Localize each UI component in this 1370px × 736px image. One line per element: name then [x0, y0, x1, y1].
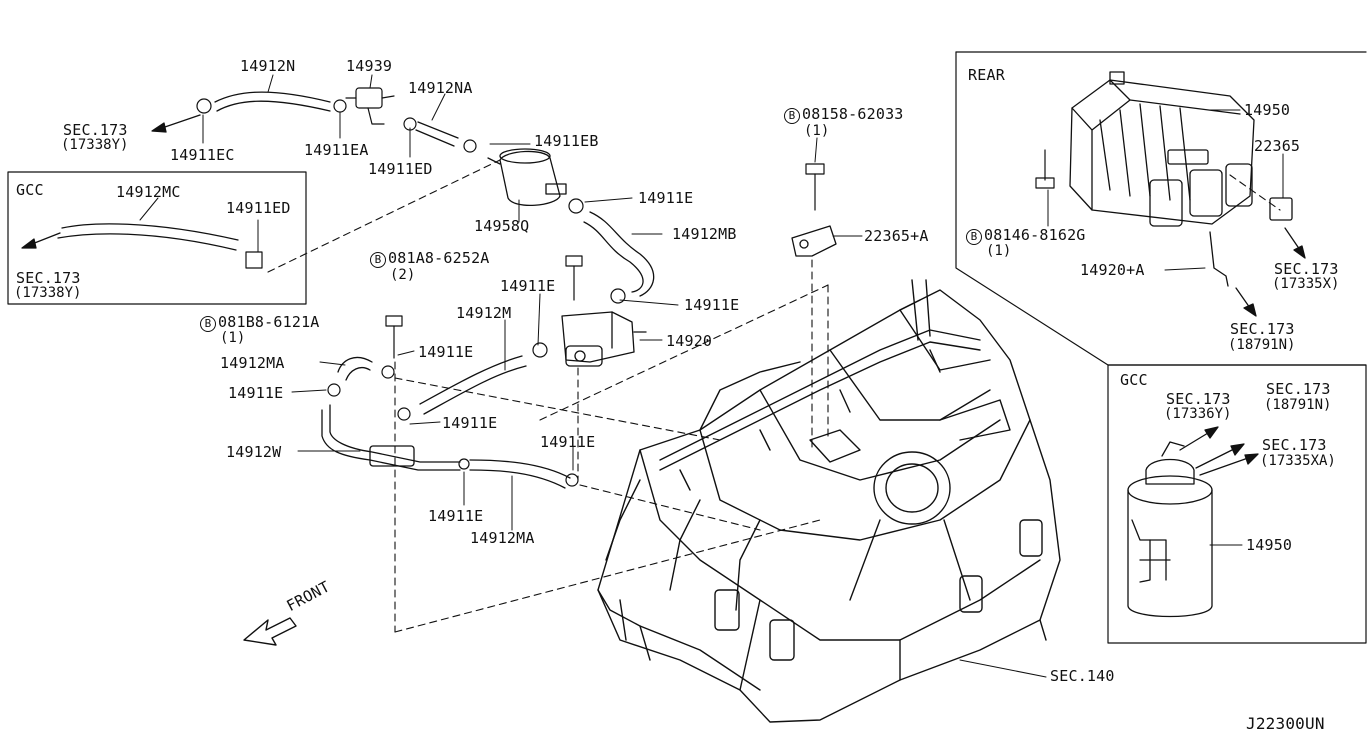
label-sec173-c: SEC.173: [1274, 260, 1339, 278]
label-14911EA: 14911EA: [304, 141, 369, 159]
label-14920: 14920: [666, 332, 713, 350]
bolt-marker-icon: B: [370, 252, 386, 268]
bolt-marker-icon: B: [784, 108, 800, 124]
clamps: [196, 98, 626, 487]
label-sec173-f: SEC.173: [1266, 380, 1331, 398]
label-14912MC: 14912MC: [116, 183, 181, 201]
gcc-left-frame: [7, 171, 307, 305]
label-gcc-right: GCC: [1120, 371, 1148, 389]
rear-frame: [955, 51, 1367, 366]
label-sec173-e: SEC.173: [1166, 390, 1231, 408]
label-14939: 14939: [346, 57, 393, 75]
label-14912MB: 14912MB: [672, 225, 737, 243]
section-arrows: [21, 114, 1306, 476]
label-gcc-left: GCC: [16, 181, 44, 199]
label-14958Q: 14958Q: [474, 217, 530, 235]
label-14912N: 14912N: [240, 57, 296, 75]
label-14911ED-gcc: 14911ED: [226, 199, 291, 217]
label-14911E-7: 14911E: [540, 433, 596, 451]
label-sec173-b: SEC.173: [16, 269, 81, 287]
bracket-22365A: [791, 225, 837, 257]
label-sec173-a-sub: (17338Y): [61, 137, 129, 153]
label-bolt-081B8-qty: (1): [220, 330, 246, 346]
label-14911E-2: 14911E: [500, 277, 556, 295]
label-14911E-4: 14911E: [418, 343, 474, 361]
canister-rear: [1069, 71, 1293, 287]
label-sec173-d: SEC.173: [1230, 320, 1295, 338]
valve-14939: [345, 87, 395, 125]
label-bolt-081A8-qty: (2): [390, 267, 416, 283]
label-14912W: 14912W: [226, 443, 282, 461]
bolts: [385, 149, 1055, 359]
label-sec173-g-sub: (17335XA): [1260, 453, 1336, 469]
bolt-marker-icon: B: [966, 229, 982, 245]
label-14912M: 14912M: [456, 304, 512, 322]
pipe-14912W: [321, 404, 461, 471]
label-14911EC: 14911EC: [170, 146, 235, 164]
filter-14958Q: [487, 148, 567, 207]
label-sec140: SEC.140: [1050, 667, 1115, 685]
label-sec173-d-sub: (18791N): [1228, 337, 1296, 353]
label-sec173-g: SEC.173: [1262, 436, 1327, 454]
label-22365: 22365: [1254, 137, 1301, 155]
label-14920A: 14920+A: [1080, 261, 1145, 279]
label-14950-gcc: 14950: [1246, 536, 1293, 554]
label-14912MA-2: 14912MA: [470, 529, 535, 547]
label-14911E-3: 14911E: [684, 296, 740, 314]
front-arrow-icon: [243, 617, 297, 646]
diagram-id: J22300UN: [1246, 714, 1325, 733]
label-sec173-b-sub: (17338Y): [14, 285, 82, 301]
label-14911E-5: 14911E: [228, 384, 284, 402]
label-sec173-e-sub: (17336Y): [1164, 406, 1232, 422]
label-14911EB: 14911EB: [534, 132, 599, 150]
hoses: [57, 91, 655, 489]
label-14911E-8: 14911E: [428, 507, 484, 525]
label-14911E-6: 14911E: [442, 414, 498, 432]
valve-14920: [561, 311, 647, 367]
label-bolt-08158-qty: (1): [804, 123, 830, 139]
label-sec173-f-sub: (18791N): [1264, 397, 1332, 413]
leader-lines: [139, 74, 1284, 678]
label-rear: REAR: [968, 66, 1005, 84]
label-14911ED-top: 14911ED: [368, 160, 433, 178]
label-sec173-c-sub: (17335X): [1272, 276, 1340, 292]
canister-gcc: [1127, 441, 1213, 618]
label-14911E-1: 14911E: [638, 189, 694, 207]
label-14950-rear: 14950: [1244, 101, 1291, 119]
bolt-marker-icon: B: [200, 316, 216, 332]
label-22365A: 22365+A: [864, 227, 929, 245]
label-sec173-a: SEC.173: [63, 121, 128, 139]
label-14912MA-1: 14912MA: [220, 354, 285, 372]
label-bolt-08146-qty: (1): [986, 243, 1012, 259]
intake-manifold: [597, 279, 1061, 723]
label-14912NA: 14912NA: [408, 79, 473, 97]
